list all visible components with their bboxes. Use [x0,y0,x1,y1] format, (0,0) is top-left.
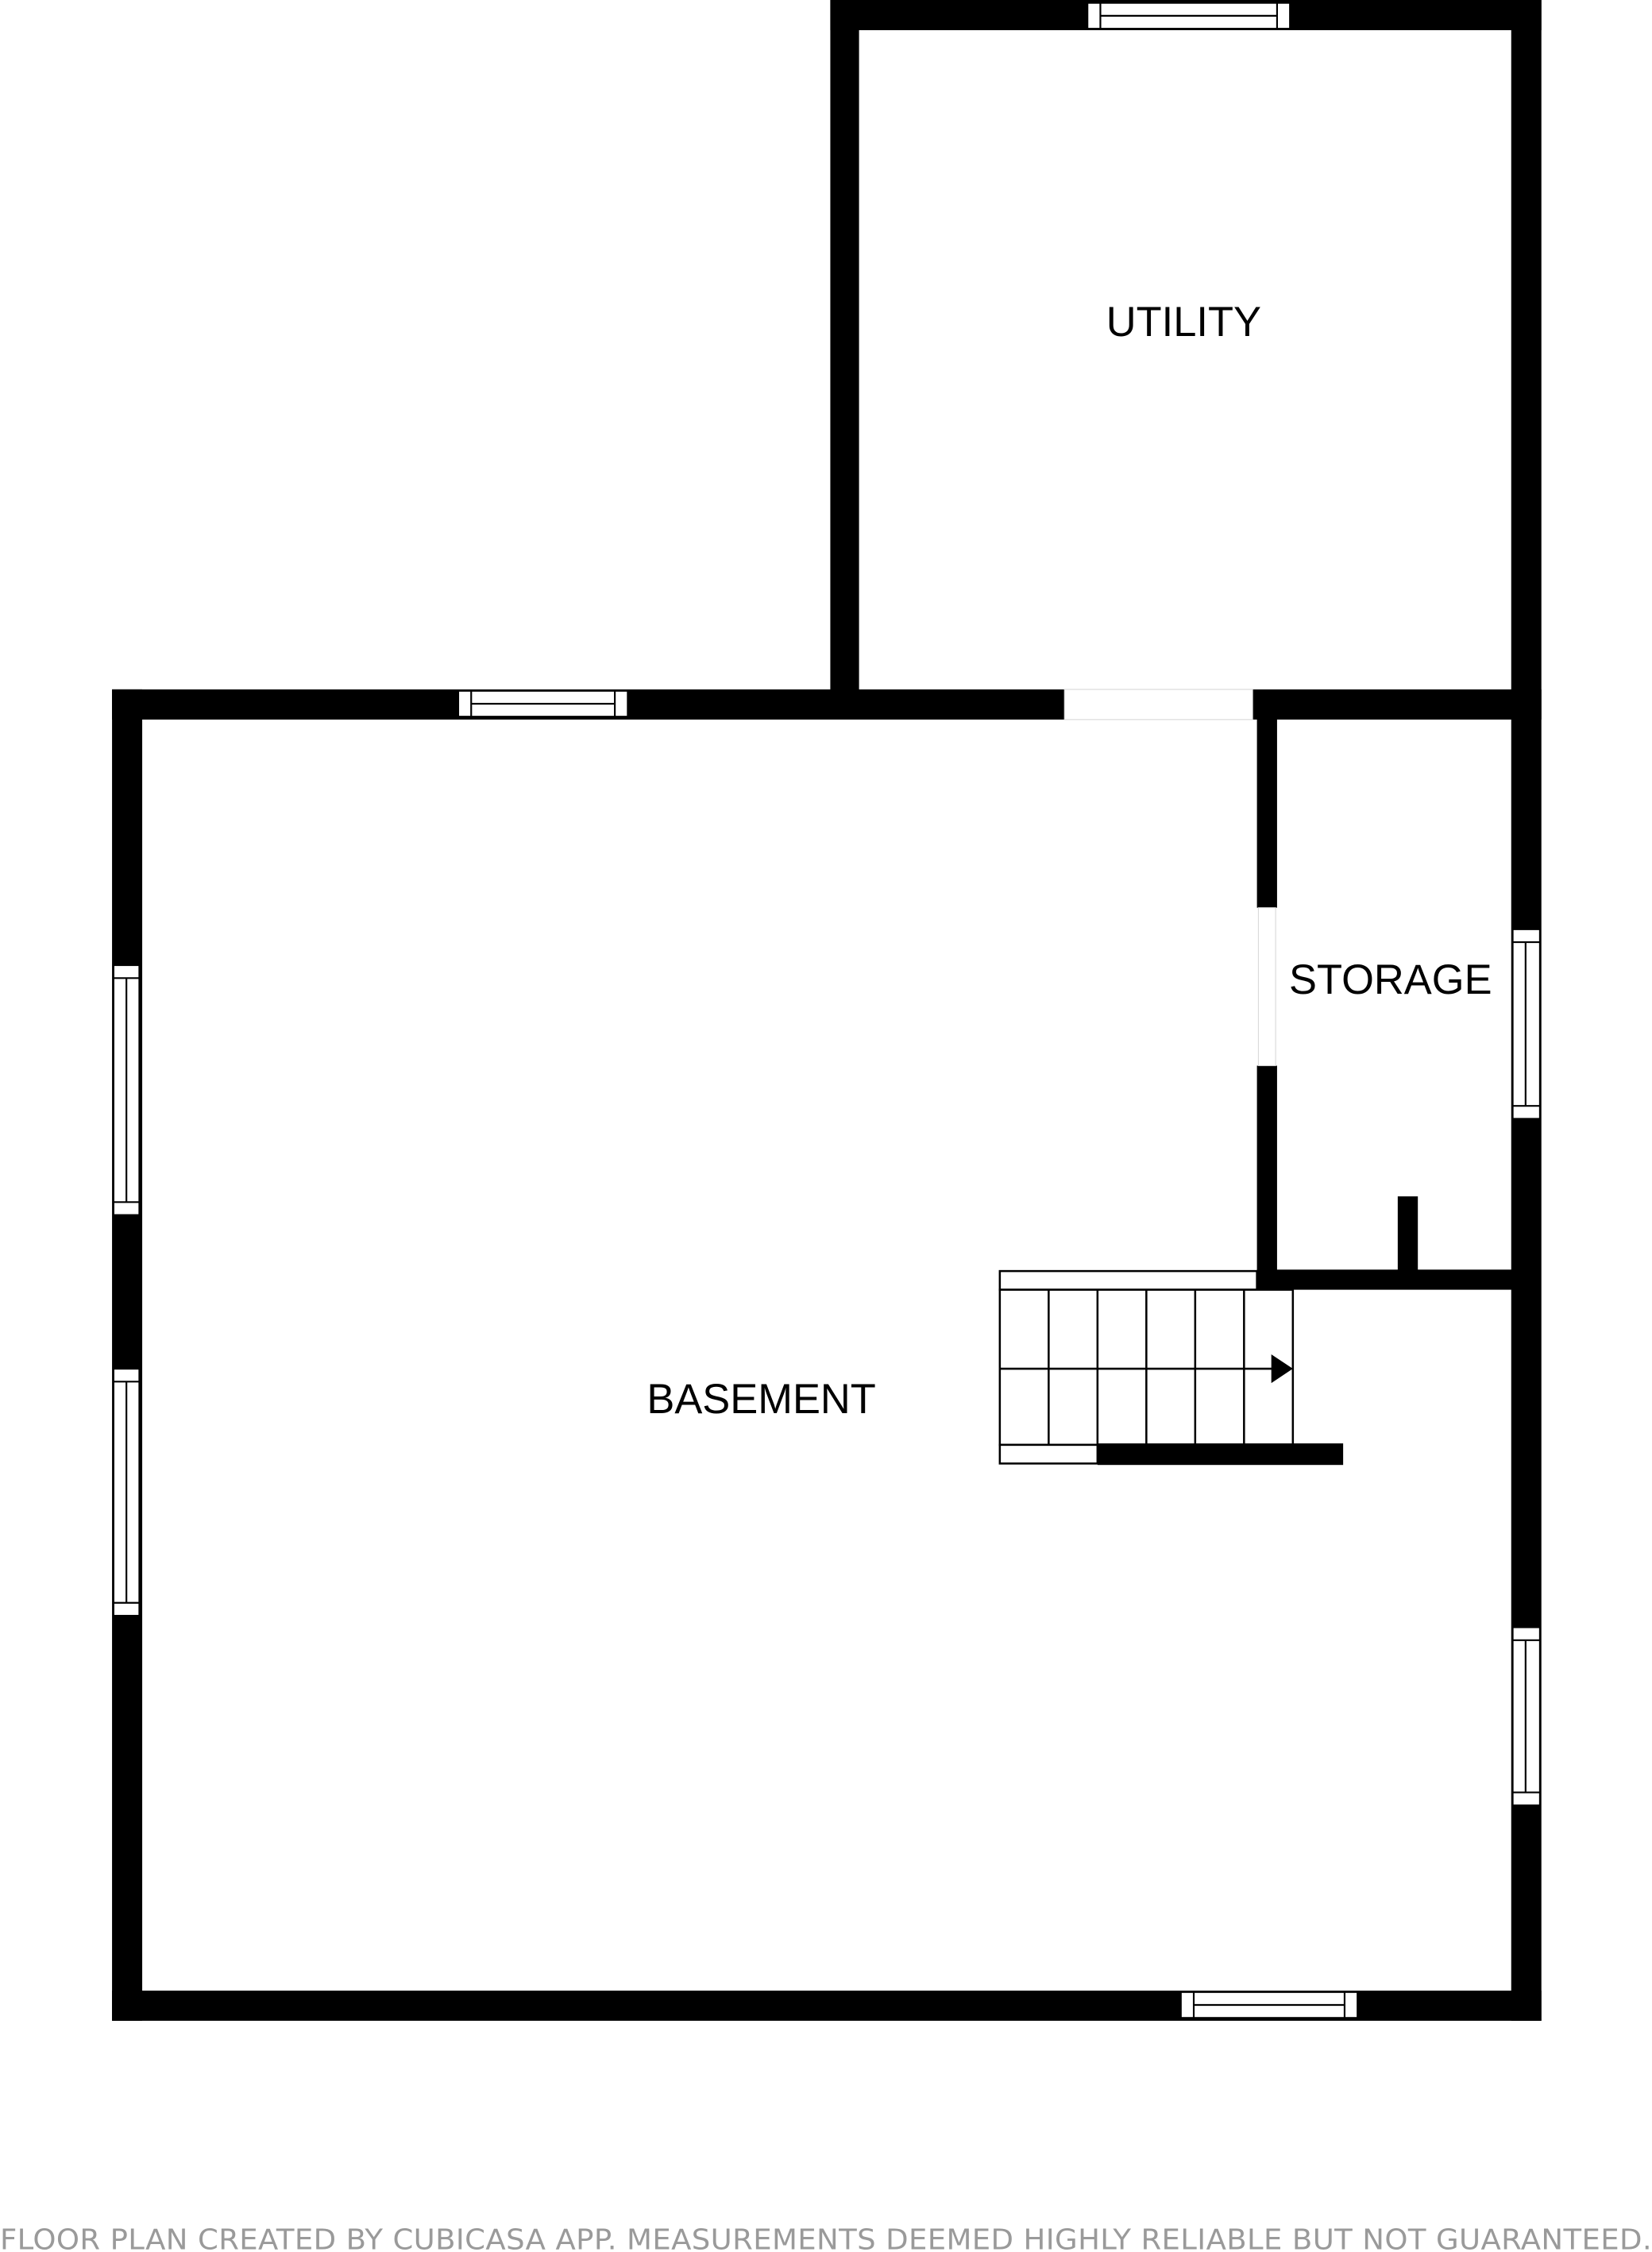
basement-wall-top [112,689,1542,720]
window-basement-left-lower [112,1367,141,1617]
window-basement-right [1511,1626,1542,1806]
stair-landing-top [998,1269,1258,1291]
staircase[interactable] [998,1269,1344,1466]
basement-wall-left [112,689,143,2021]
window-basement-top [457,690,629,718]
storage-wall-bottom [1256,1269,1530,1290]
stair-landing-bottom [998,1443,1099,1465]
storage-wall-left-upper [1256,703,1277,908]
stair-direction-arrow-icon [1271,1354,1293,1384]
windows [112,2,1542,2019]
window-basement-bottom [1179,1991,1359,2019]
walls [112,0,1542,2021]
storage-wall-stub [1397,1196,1418,1283]
room-label-utility: UTILITY [1106,299,1261,346]
room-label-storage: STORAGE [1289,957,1492,1003]
utility-wall-left [830,0,859,719]
room-label-basement: BASEMENT [647,1377,876,1423]
window-utility-top [1087,2,1291,30]
window-storage-right [1511,928,1542,1120]
window-basement-left-upper [112,964,141,1216]
doorway-storage[interactable] [1257,907,1276,1067]
stair-wall-bottom [1097,1443,1344,1466]
storage-wall-left-lower [1256,1065,1277,1290]
doorway-utility[interactable] [1063,689,1253,720]
footer-disclaimer: FLOOR PLAN CREATED BY CUBICASA APP. MEAS… [0,2223,1652,2252]
